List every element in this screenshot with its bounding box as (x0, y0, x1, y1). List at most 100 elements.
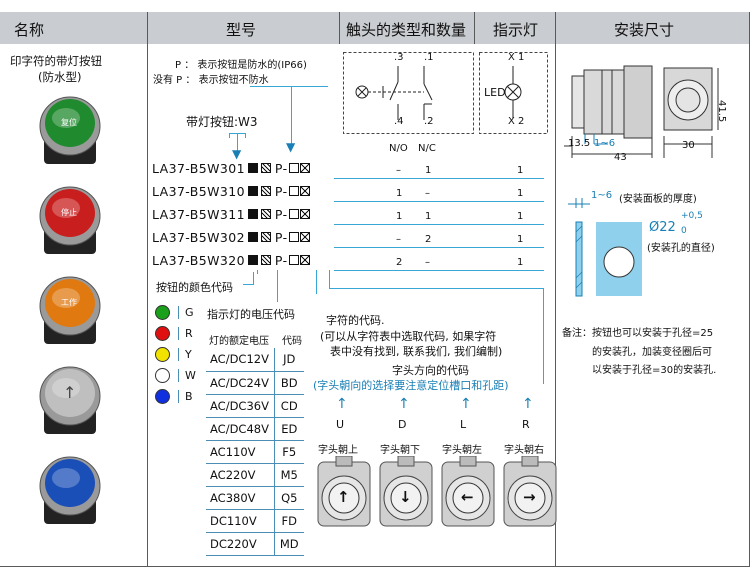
hole-tol-zero: 0 (681, 226, 687, 236)
button-photo-2 (30, 266, 110, 346)
code-nc-value: 1 (425, 211, 432, 222)
header-name: 名称 (14, 21, 45, 39)
voltage-value: DC220V (206, 532, 275, 556)
direction-label: 字头朝下 (380, 445, 420, 456)
nc-label: N/C (418, 143, 436, 154)
direction-line-v (543, 288, 544, 384)
voltage-value: AC220V (206, 463, 275, 487)
header-model: 型号 (226, 21, 257, 39)
divider-col3 (474, 12, 475, 44)
header-indicator: 指示灯 (493, 21, 539, 39)
empty-box-icon (288, 255, 299, 265)
hatched-box-icon (260, 186, 271, 196)
direction-label: 字头朝右 (504, 445, 544, 456)
crossed-box-icon (299, 209, 310, 219)
code-lamp-value: 1 (517, 165, 524, 176)
empty-box-icon (288, 209, 299, 219)
code-pointer-line (257, 270, 258, 274)
code-no-value: – (396, 234, 401, 245)
code-no-value: 1 (396, 188, 403, 199)
p-note-not-waterproof: 没有 P ： 表示按钮不防水 (153, 75, 269, 86)
direction-button-photo (502, 455, 558, 528)
code-lamp-value: 1 (517, 188, 524, 199)
direction-label: 字头朝上 (318, 445, 358, 456)
code-lamp-value: 1 (517, 257, 524, 268)
crossed-box-icon (299, 255, 310, 265)
voltage-header-v: 灯的额定电压 (209, 336, 269, 347)
color-dot-icon (155, 305, 170, 320)
p-note-waterproof: P ： 表示按钮是防水的(IP66) (175, 60, 307, 71)
model-code-underline (334, 224, 544, 225)
model-code-tail: P- (274, 184, 288, 199)
direction-glyph-icon: ← (461, 488, 474, 506)
code-nc-value: 1 (425, 165, 432, 176)
model-code-underline (334, 178, 544, 179)
model-code: LA37-B5W302 (152, 230, 245, 245)
p-note-arrow-line (291, 86, 292, 150)
crossed-box-icon (299, 186, 310, 196)
direction-glyph-icon: ↓ (399, 488, 412, 506)
model-code-tail: P- (274, 207, 288, 222)
remark-line2: 的安装孔，加装变径圈后可 (592, 347, 712, 358)
char-code-label: 字符的代码. (326, 314, 385, 327)
button-photo-0 (30, 86, 110, 166)
voltage-value: AC380V (206, 486, 275, 510)
dim-width: 30 (682, 140, 695, 151)
solid-box-icon (247, 163, 258, 173)
divider-col4 (555, 12, 556, 566)
color-dot-icon (155, 326, 170, 341)
code-nc-value: 2 (425, 234, 432, 245)
color-code-up (253, 272, 254, 285)
voltage-header-c: 代码 (282, 336, 302, 347)
color-code-row: G (155, 305, 194, 320)
button-photo-label-2: 工作 (61, 298, 77, 307)
crossed-box-icon (299, 163, 310, 173)
series-bracket-l (229, 133, 230, 138)
terminal-1: .1 (424, 52, 434, 63)
hole-note: (安装孔的直径) (647, 243, 715, 254)
series-bracket (229, 133, 245, 134)
voltage-code: CD (274, 394, 304, 418)
char-code-up (316, 272, 317, 294)
lamp-led-label: LED (484, 86, 506, 99)
voltage-code: M5 (274, 463, 304, 487)
char-code-note1: (可以从字符表中选取代码, 如果字符 (320, 330, 497, 343)
voltage-code: ED (274, 417, 304, 441)
solid-box-icon (247, 209, 258, 219)
dim-height: 41.5 (716, 100, 727, 123)
voltage-value: AC/DC48V (206, 417, 275, 441)
direction-letter: D (398, 418, 407, 431)
direction-letter: U (336, 418, 345, 431)
hatched-box-icon (260, 209, 271, 219)
hatched-box-icon (260, 232, 271, 242)
hole-diameter: Ø22 (649, 220, 676, 235)
header-contacts: 触头的类型和数量 (346, 21, 467, 39)
p-note-arrow-head: ▼ (286, 140, 296, 154)
install-side-view (564, 65, 719, 158)
color-dot-icon (155, 347, 170, 362)
direction-line-h (329, 288, 543, 289)
terminal-4: .4 (394, 116, 404, 127)
voltage-code: BD (274, 371, 304, 395)
solid-box-icon (247, 232, 258, 242)
lamp-x1: X 1 (508, 52, 525, 63)
color-dot-icon (155, 368, 170, 383)
hatched-box-icon (260, 163, 271, 173)
color-dot-icon (155, 389, 170, 404)
code-nc-value: – (425, 188, 430, 199)
voltage-code: JD (274, 348, 304, 372)
empty-box-icon (288, 186, 299, 196)
button-photo-1 (30, 176, 110, 256)
button-photo-label-1: 停止 (61, 208, 77, 217)
series-arrow-head: ▼ (232, 147, 242, 161)
